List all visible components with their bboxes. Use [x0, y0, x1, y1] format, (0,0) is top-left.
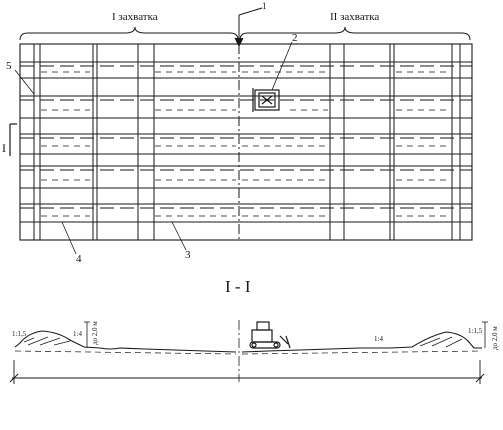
- slope-label-left-outer: 1:1,5: [12, 330, 27, 338]
- strip-hatching: [41, 71, 450, 217]
- section-title: I - I: [225, 277, 251, 296]
- stockpile-right: [419, 336, 463, 348]
- ground-profile: [14, 330, 483, 355]
- callout-2-label: 2: [292, 32, 298, 44]
- callout-4-label: 4: [76, 253, 82, 265]
- height-label-right: до 2,0 м: [491, 326, 499, 350]
- height-dimension-right: [482, 321, 488, 348]
- divider-axis: [234, 7, 263, 48]
- plan-vertical-strips: [33, 44, 461, 240]
- bulldozer-side-view: [249, 321, 291, 349]
- slope-label-right-outer: 1:1,5: [468, 327, 483, 335]
- stockpile-left: [23, 336, 71, 346]
- zone-label-left: I захватка: [112, 11, 158, 23]
- plan-horizontal-strips: [20, 61, 472, 223]
- section-cut-marker: [9, 123, 17, 156]
- plan-outline: [19, 43, 473, 241]
- callout-1-label: 1: [262, 1, 267, 11]
- section-cut-label: I: [2, 141, 6, 155]
- slope-label-right-inner: 1:4: [374, 335, 383, 343]
- callout-3-leader: [171, 221, 187, 251]
- callout-4-leader: [61, 221, 77, 255]
- callout-5-leader: [14, 69, 35, 95]
- callout-2-leader: [271, 41, 293, 91]
- zone-brace-left: [19, 26, 239, 41]
- height-dimension-left: [84, 321, 90, 348]
- slope-label-left-inner: 1:4: [73, 330, 82, 338]
- bulldozer-plan-symbol: [252, 88, 280, 112]
- callout-5-label: 5: [6, 60, 12, 72]
- zone-brace-right: [239, 26, 471, 41]
- callout-3-label: 3: [185, 249, 191, 261]
- zone-label-right: II захватка: [330, 11, 379, 23]
- height-label-left: до 2,0 м: [91, 321, 99, 345]
- overall-dimension: [9, 360, 485, 384]
